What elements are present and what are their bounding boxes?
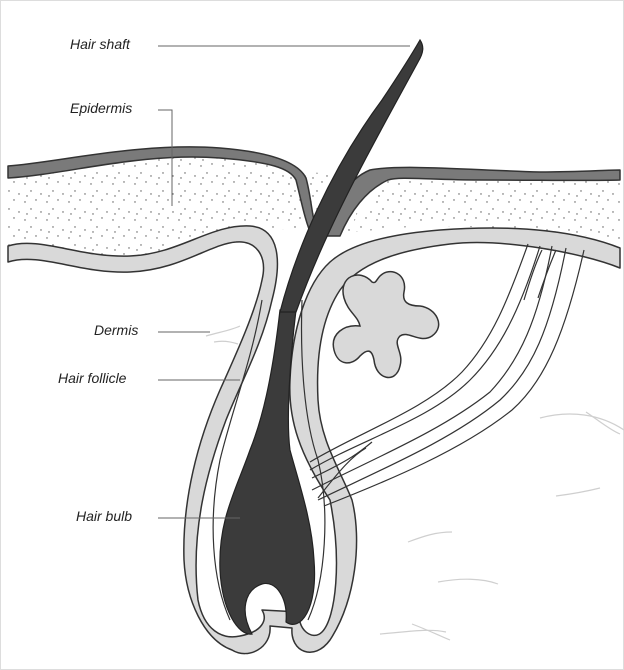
sebaceous-gland [333,272,438,378]
label-hair-follicle: Hair follicle [58,370,126,386]
label-hair-shaft: Hair shaft [70,36,130,52]
label-hair-bulb: Hair bulb [76,508,132,524]
label-epidermis: Epidermis [70,100,132,116]
label-dermis: Dermis [94,322,138,338]
